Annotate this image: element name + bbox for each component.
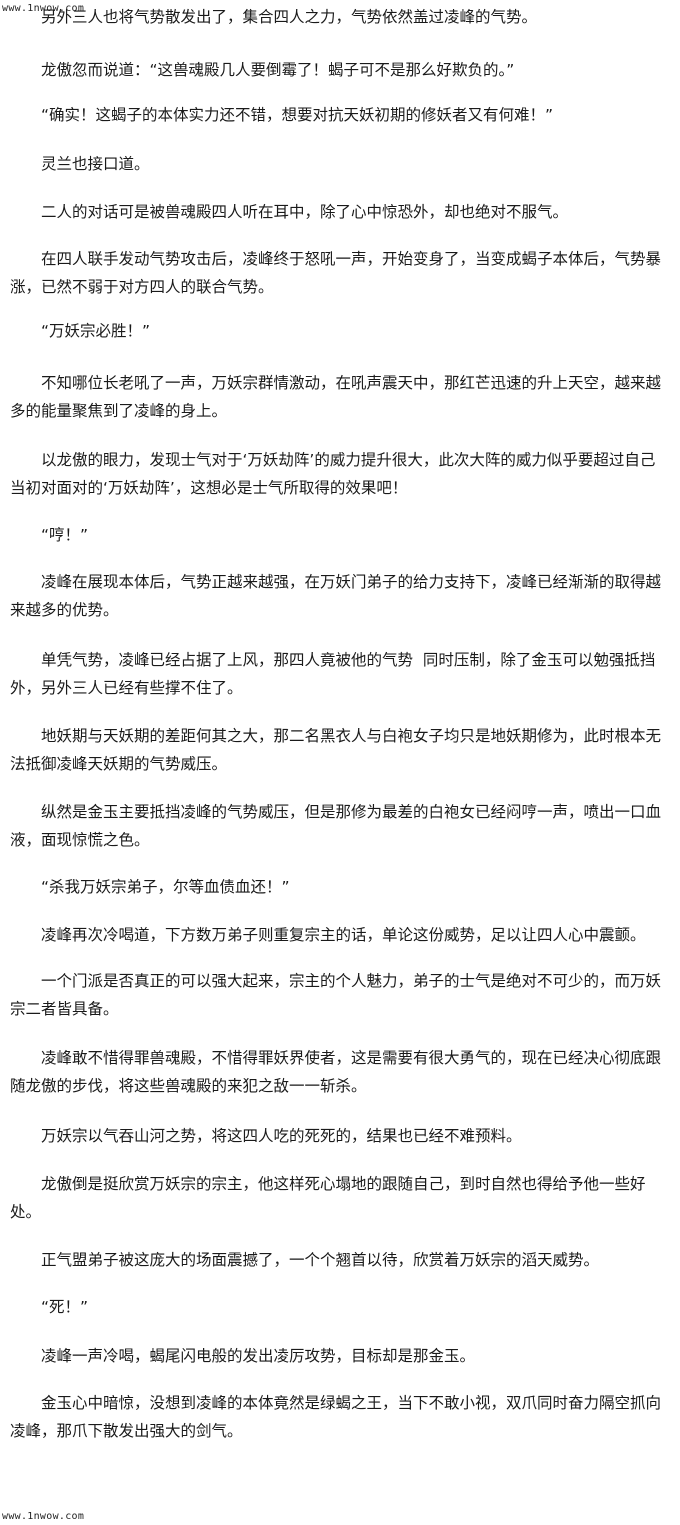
paragraph: 龙傲忽而说道：“这兽魂殿几人要倒霉了！蝎子可不是那么好欺负的。” [41, 61, 515, 79]
paragraph: 一个门派是否真正的可以强大起来，宗主的个人魅力，弟子的士气是绝对不可少的，而万妖… [10, 972, 662, 1018]
paragraph: 金玉心中暗惊，没想到凌峰的本体竟然是绿蝎之王，当下不敢小视，双爪同时奋力隔空抓向… [10, 1394, 662, 1440]
paragraph: “死！” [41, 1298, 89, 1316]
paragraph: 凌峰一声冷喝，蝎尾闪电般的发出凌厉攻势，目标却是那金玉。 [41, 1347, 476, 1365]
paragraph: “哼！” [41, 526, 89, 544]
paragraph: 另外三人也将气势散发出了，集合四人之力，气势依然盖过凌峰的气势。 [41, 8, 538, 26]
paragraph: 凌峰在展现本体后，气势正越来越强，在万妖门弟子的给力支持下，凌峰已经渐渐的取得越… [10, 573, 662, 619]
paragraph: 万妖宗以气吞山河之势，将这四人吃的死死的，结果也已经不难预料。 [41, 1127, 522, 1145]
watermark-bottom: www.1nwow.com [2, 1511, 85, 1522]
paragraph: 单凭气势，凌峰已经占据了上风，那四人竟被他的气势 同时压制，除了金玉可以勉强抵挡… [10, 651, 656, 697]
paragraph: 以龙傲的眼力，发现士气对于‘万妖劫阵’的威力提升很大，此次大阵的威力似乎要超过自… [10, 451, 656, 497]
paragraph: 正气盟弟子被这庞大的场面震撼了，一个个翘首以待，欣赏着万妖宗的滔天威势。 [41, 1251, 600, 1269]
paragraph: 灵兰也接口道。 [41, 155, 150, 173]
watermark-top: www.1nwow.com [2, 3, 85, 14]
paragraph: 地妖期与天妖期的差距何其之大，那二名黑衣人与白袍女子均只是地妖期修为，此时根本无… [10, 727, 662, 773]
paragraph: “确实！这蝎子的本体实力还不错，想要对抗天妖初期的修妖者又有何难！” [41, 106, 554, 124]
paragraph: “万妖宗必胜！” [41, 322, 151, 340]
paragraph: 二人的对话可是被兽魂殿四人听在耳中，除了心中惊恐外，却也绝对不服气。 [41, 203, 569, 221]
paragraph: “杀我万妖宗弟子，尔等血债血还！” [41, 878, 290, 896]
paragraph: 凌峰敢不惜得罪兽魂殿，不惜得罪妖界使者，这是需要有很大勇气的，现在已经决心彻底跟… [10, 1049, 662, 1095]
paragraph: 凌峰再次冷喝道，下方数万弟子则重复宗主的话，单论这份威势，足以让四人心中震颤。 [41, 926, 646, 944]
paragraph: 不知哪位长老吼了一声，万妖宗群情激动，在吼声震天中，那红芒迅速的升上天空，越来越… [10, 374, 662, 420]
paragraph: 纵然是金玉主要抵挡凌峰的气势威压，但是那修为最差的白袍女已经闷哼一声，喷出一口血… [10, 803, 662, 849]
paragraph: 龙傲倒是挺欣赏万妖宗的宗主，他这样死心塌地的跟随自己，到时自然也得给予他一些好处… [10, 1175, 646, 1221]
paragraph: 在四人联手发动气势攻击后，凌峰终于怒吼一声，开始变身了，当变成蝎子本体后，气势暴… [10, 250, 662, 296]
